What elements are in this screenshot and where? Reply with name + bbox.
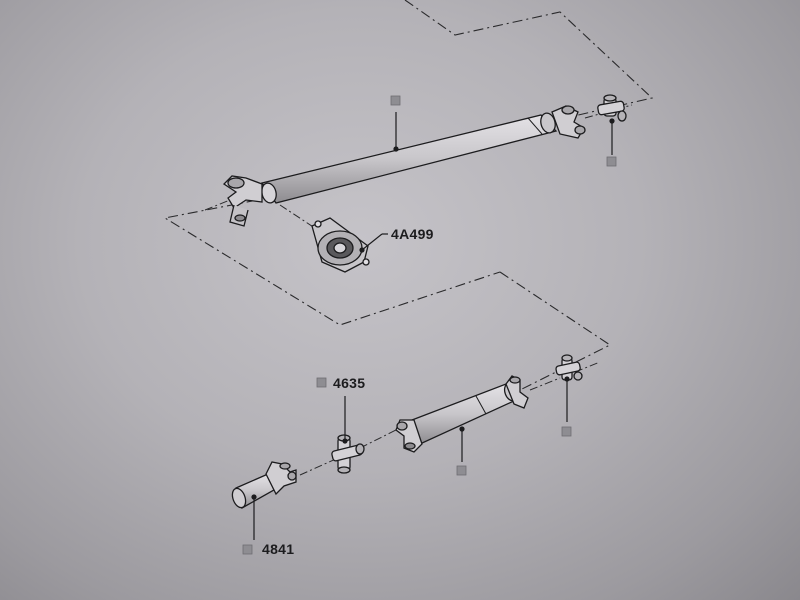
lower-assembly-boundary xyxy=(499,271,612,391)
rear-driveshaft-right-yoke xyxy=(505,375,529,409)
leader-lines xyxy=(251,112,615,540)
front-universal-joint xyxy=(597,94,627,122)
front-driveshaft xyxy=(260,112,558,204)
part-number-label-center-bearing: 4A499 xyxy=(391,226,434,242)
upper-assembly-boundary xyxy=(163,0,654,326)
rear-driveshaft xyxy=(411,382,519,445)
rear-universal-joint xyxy=(555,354,583,381)
callout-markers xyxy=(242,95,617,555)
front-driveshaft-right-yoke xyxy=(551,105,586,139)
rear-driveshaft-left-yoke xyxy=(395,419,423,453)
slip-yoke-4841 xyxy=(231,461,297,509)
part-number-label-slip-yoke: 4841 xyxy=(262,541,295,557)
universal-joint-4635 xyxy=(331,434,365,474)
front-driveshaft-left-yoke xyxy=(222,175,263,227)
center-support-bearing xyxy=(311,217,370,273)
part-number-label-universal-joint: 4635 xyxy=(333,375,366,391)
